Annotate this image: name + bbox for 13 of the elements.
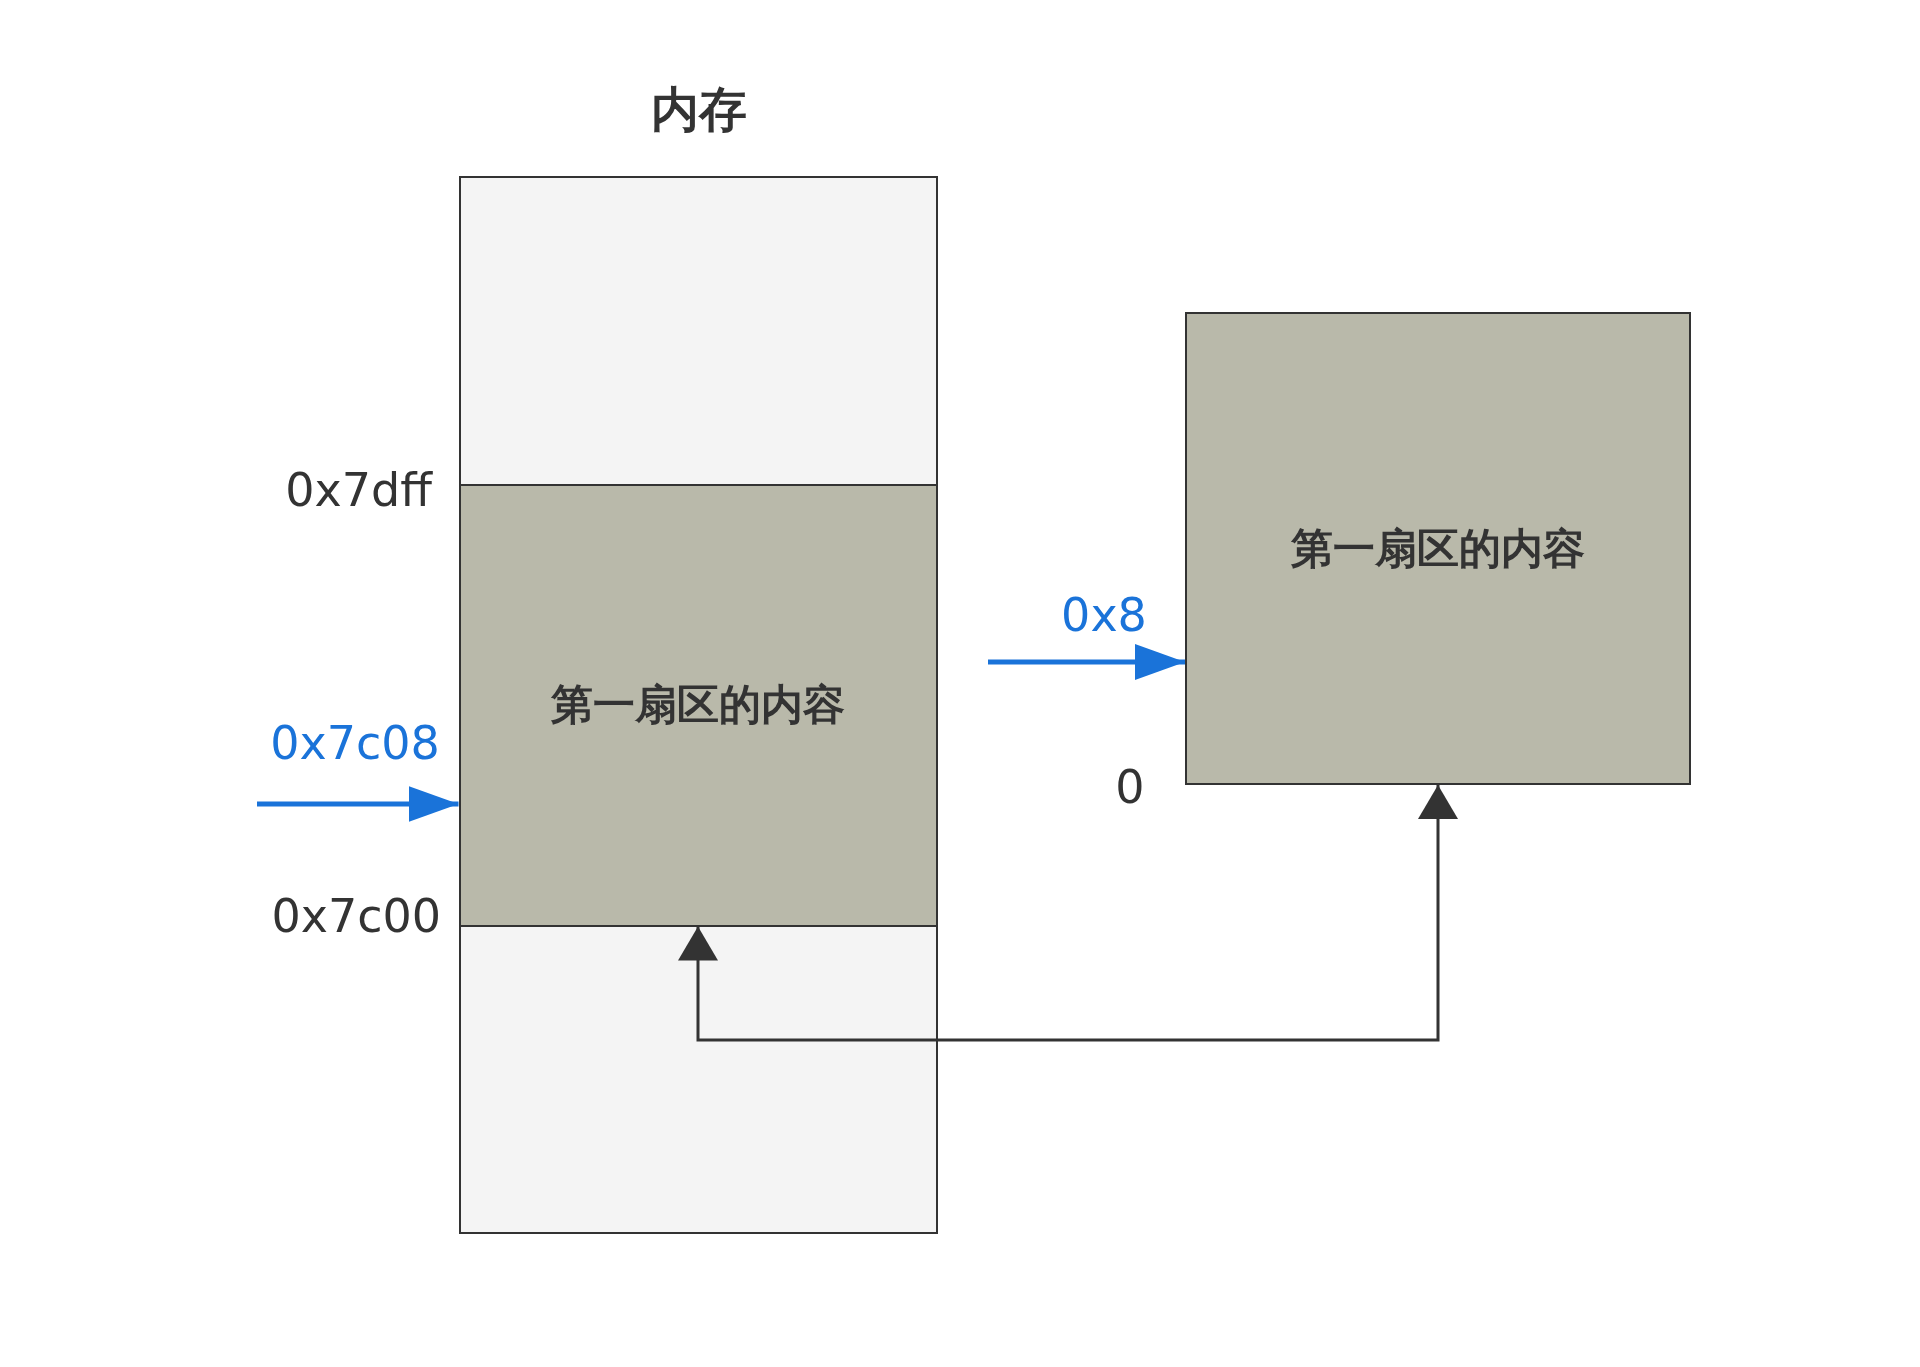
- arrow: [988, 644, 1185, 680]
- address-label: 0x7c00: [271, 893, 441, 939]
- section-label: 第一扇区的内容: [1291, 522, 1585, 575]
- sector-box: [1185, 312, 1691, 785]
- address-label: 0x7dff: [285, 467, 432, 513]
- column-title: 内存: [649, 80, 748, 139]
- edge-label: 0x8: [1061, 592, 1147, 638]
- address-label: 0: [1115, 764, 1145, 810]
- edge-label: 0x7c08: [270, 720, 440, 766]
- arrow: [678, 785, 1458, 1042]
- memory-section: [458, 483, 938, 927]
- section-label: 第一扇区的内容: [551, 679, 845, 731]
- arrow: [257, 786, 459, 822]
